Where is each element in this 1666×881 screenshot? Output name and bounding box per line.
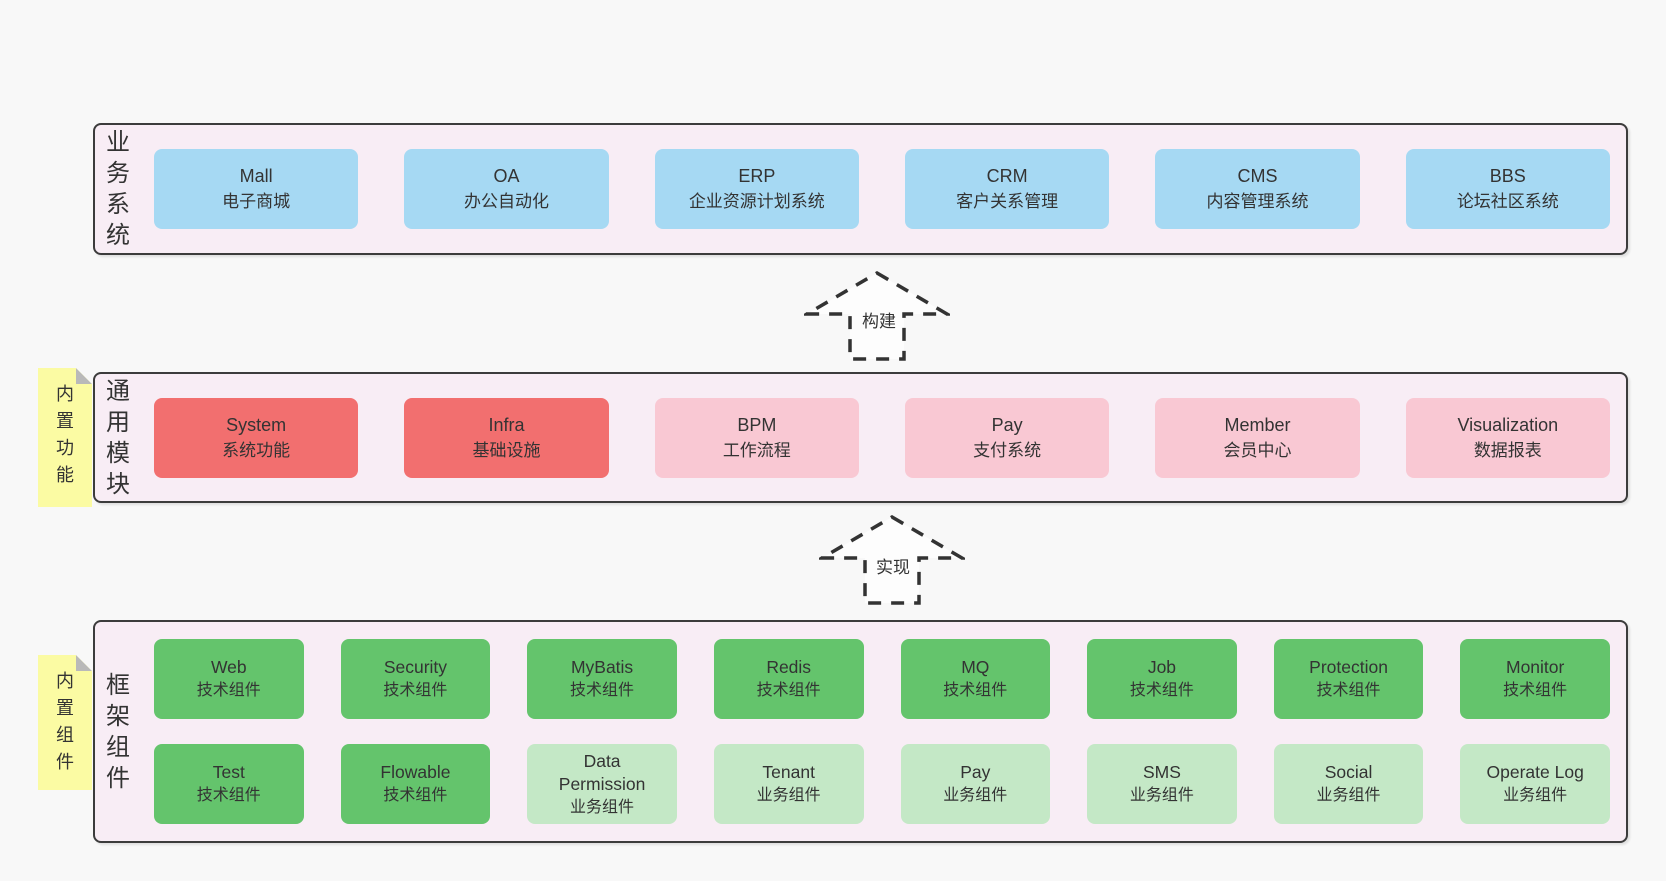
box-title: BPM: [737, 414, 777, 435]
box-title: Operate Log: [1486, 762, 1584, 782]
box-subtitle: 业务组件: [570, 798, 635, 816]
box-subtitle: 内容管理系统: [1206, 192, 1309, 211]
implement-arrow-label: 实现: [872, 557, 914, 579]
box-social: Social 业务组件: [1273, 744, 1424, 824]
sticky-note-label: 内置组件: [56, 671, 74, 772]
box-title: Mall: [239, 166, 273, 186]
box-crm: CRM 客户关系管理: [904, 149, 1110, 229]
box-web: Web 技术组件: [154, 639, 304, 719]
box-title: Social: [1324, 762, 1373, 782]
box-subtitle: 技术组件: [756, 682, 821, 699]
box-tenant: Tenant 业务组件: [713, 744, 864, 824]
box-test: Test 技术组件: [154, 744, 304, 824]
business-systems-row: Mall 电子商城 OA 办公自动化 ERP 企业资源计划系统 CRM 客户关系…: [154, 149, 1610, 229]
box-subtitle: 论坛社区系统: [1456, 192, 1559, 211]
box-subtitle: 技术组件: [570, 682, 635, 699]
box-title: SMS: [1142, 762, 1181, 782]
box-system: System 系统功能: [154, 397, 359, 478]
box-title: Pay: [991, 414, 1023, 435]
box-subtitle: 业务组件: [1316, 787, 1381, 804]
box-infra: Infra 基础设施: [404, 397, 609, 478]
box-member: Member 会员中心: [1155, 397, 1360, 478]
box-subtitle: 业务组件: [1503, 787, 1568, 804]
section-label-framework-components: 框架组件: [106, 671, 130, 792]
box-title: MyBatis: [570, 657, 634, 677]
box-mq: MQ 技术组件: [900, 639, 1051, 719]
section-business-systems: 业务系统 Mall 电子商城 OA 办公自动化 ERP 企业资源计划系统 CRM…: [93, 123, 1628, 255]
box-subtitle: 企业资源计划系统: [688, 192, 825, 211]
box-subtitle: 系统功能: [222, 440, 291, 460]
box-subtitle: 技术组件: [1503, 682, 1568, 699]
box-title: Test: [212, 762, 245, 782]
box-protection: Protection 技术组件: [1273, 639, 1424, 719]
box-title: System: [226, 414, 287, 435]
box-subtitle: 技术组件: [383, 682, 448, 699]
box-subtitle: 会员中心: [1223, 440, 1292, 460]
box-title: ERP: [738, 166, 776, 186]
box-title: BBS: [1489, 166, 1526, 186]
sticky-note-built-in-components: 内置组件: [38, 655, 92, 790]
box-subtitle: 技术组件: [383, 787, 448, 804]
box-title: Flowable: [380, 762, 451, 782]
box-subtitle: 客户关系管理: [956, 192, 1059, 211]
box-subtitle: 电子商城: [222, 192, 291, 211]
box-subtitle: 支付系统: [973, 440, 1042, 460]
box-subtitle: 基础设施: [472, 440, 541, 460]
box-title: Redis: [766, 657, 812, 677]
box-title: Visualization: [1457, 414, 1559, 435]
sticky-note-built-in-features: 内置功能: [38, 368, 92, 507]
box-subtitle: 办公自动化: [463, 192, 549, 211]
box-title: Tenant: [762, 762, 815, 782]
box-flowable: Flowable 技术组件: [340, 744, 491, 824]
box-subtitle: 技术组件: [1316, 682, 1381, 699]
box-subtitle: 技术组件: [196, 682, 261, 699]
box-subtitle: 技术组件: [943, 682, 1008, 699]
box-subtitle: 业务组件: [756, 787, 821, 804]
build-arrow-label: 构建: [858, 311, 900, 333]
box-pay-module: Pay 支付系统: [904, 397, 1110, 478]
section-label-business-systems: 业务系统: [106, 129, 130, 249]
box-sms: SMS 业务组件: [1087, 744, 1237, 824]
section-common-modules: 通用模块 System 系统功能 Infra 基础设施 BPM 工作流程 Pay…: [93, 372, 1628, 503]
box-monitor: Monitor 技术组件: [1460, 639, 1610, 719]
box-title: OA: [493, 166, 520, 186]
section-framework-components: 框架组件 Web 技术组件 Security 技术组件 MyBatis 技术组件…: [93, 620, 1628, 843]
box-title: Protection: [1309, 657, 1388, 677]
box-subtitle: 技术组件: [196, 787, 261, 804]
box-bpm: BPM 工作流程: [654, 397, 859, 478]
box-job: Job 技术组件: [1087, 639, 1237, 719]
box-title: Infra: [488, 414, 525, 435]
box-title: Web: [210, 657, 247, 677]
box-mall: Mall 电子商城: [154, 149, 359, 229]
box-title: Pay: [960, 762, 991, 782]
box-subtitle: 数据报表: [1473, 440, 1542, 460]
box-cms: CMS 内容管理系统: [1155, 149, 1360, 229]
box-title: Job: [1147, 657, 1177, 677]
box-mybatis: MyBatis 技术组件: [527, 639, 677, 719]
section-label-common-modules: 通用模块: [106, 377, 130, 498]
box-subtitle: 工作流程: [722, 440, 791, 460]
framework-components-grid: Web 技术组件 Security 技术组件 MyBatis 技术组件 Redi…: [154, 639, 1610, 824]
box-visualization: Visualization 数据报表: [1405, 397, 1610, 478]
box-oa: OA 办公自动化: [404, 149, 609, 229]
box-operate-log: Operate Log 业务组件: [1460, 744, 1610, 824]
box-pay-component: Pay 业务组件: [900, 744, 1051, 824]
box-erp: ERP 企业资源计划系统: [654, 149, 859, 229]
box-data-permission: Data Permission 业务组件: [527, 744, 677, 824]
box-security: Security 技术组件: [340, 639, 491, 719]
box-title: Member: [1224, 414, 1291, 435]
common-modules-row: System 系统功能 Infra 基础设施 BPM 工作流程 Pay 支付系统…: [154, 397, 1610, 478]
box-title: CRM: [986, 166, 1028, 186]
box-subtitle: 技术组件: [1129, 682, 1194, 699]
box-subtitle: 业务组件: [943, 787, 1008, 804]
box-title: Monitor: [1506, 657, 1565, 677]
box-title: Data Permission: [558, 750, 646, 794]
box-title: Security: [383, 657, 448, 677]
box-bbs: BBS 论坛社区系统: [1405, 149, 1610, 229]
box-redis: Redis 技术组件: [713, 639, 864, 719]
box-title: MQ: [961, 657, 990, 677]
box-title: CMS: [1237, 166, 1278, 186]
sticky-note-label: 内置功能: [56, 384, 74, 485]
box-subtitle: 业务组件: [1129, 787, 1194, 804]
